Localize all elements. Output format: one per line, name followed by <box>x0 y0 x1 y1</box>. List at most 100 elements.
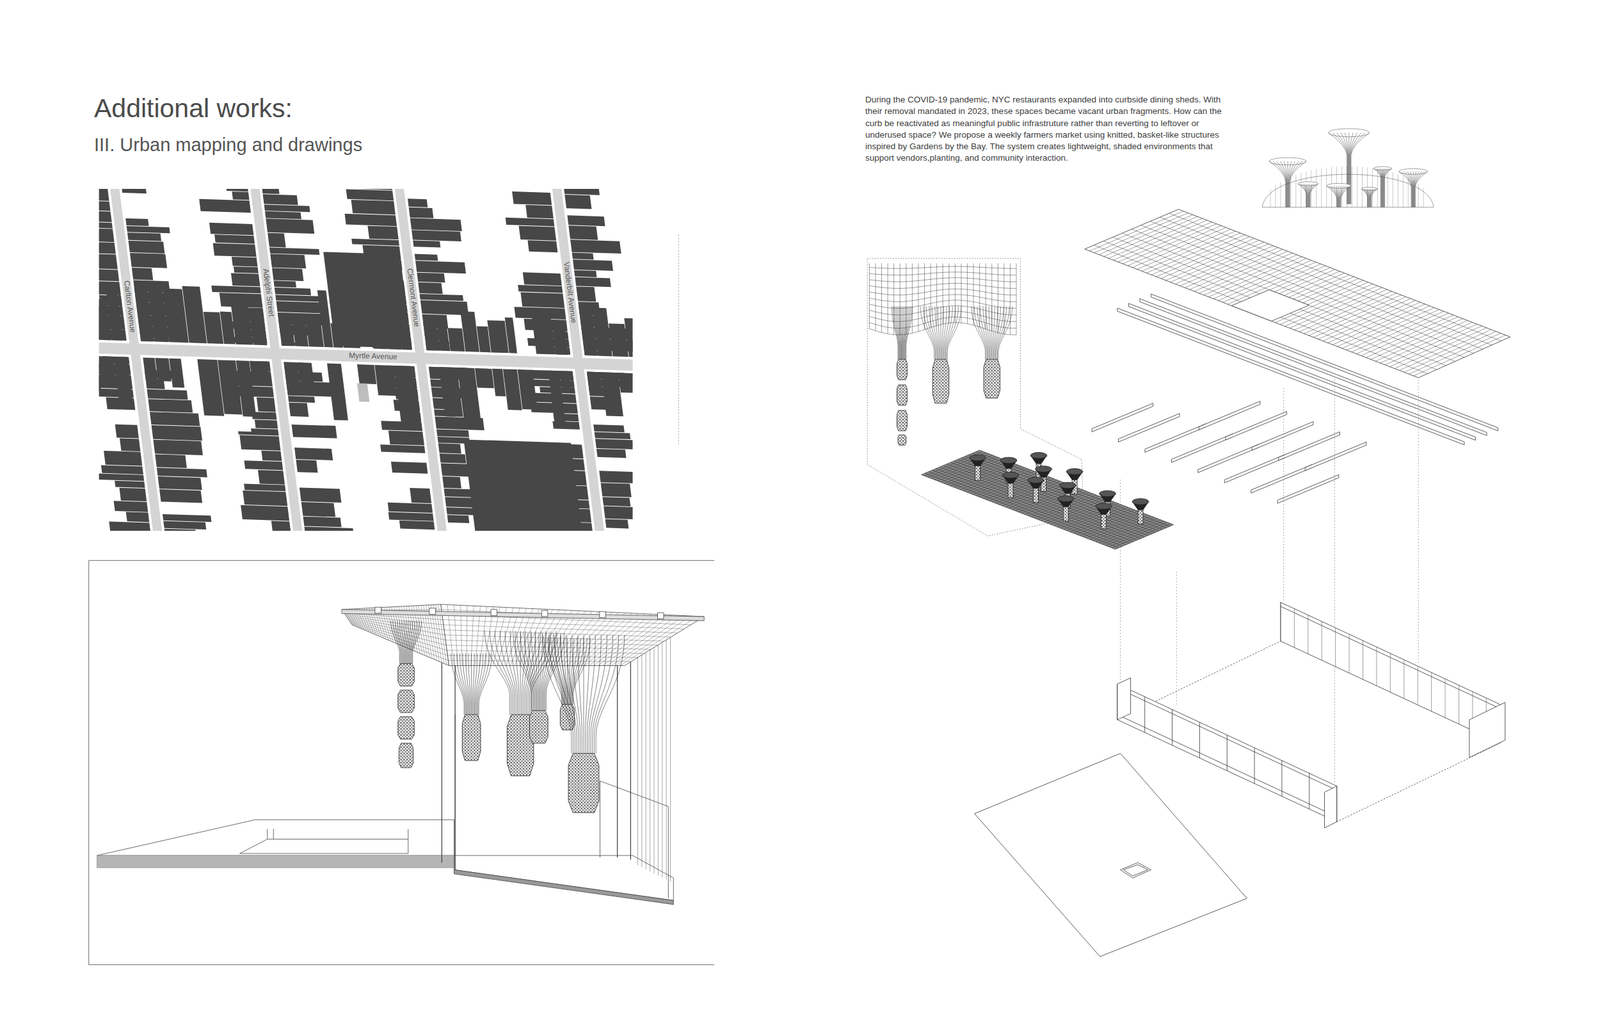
city-block <box>252 188 413 350</box>
railing <box>600 780 669 898</box>
building <box>419 293 464 301</box>
mesh-line <box>958 458 1152 534</box>
hanging-basket <box>891 305 912 445</box>
building <box>299 487 342 503</box>
tree-pit <box>1120 862 1152 878</box>
short-beam <box>1198 444 1260 473</box>
building <box>121 188 147 194</box>
dome-rib <box>1392 172 1394 207</box>
curb-edge <box>454 869 674 904</box>
canopy-top <box>1030 452 1048 459</box>
basket <box>1063 506 1069 521</box>
tree-strand <box>1338 185 1339 207</box>
basket <box>1137 509 1144 524</box>
building <box>128 240 166 254</box>
tree-strand <box>1371 188 1378 208</box>
building <box>264 204 311 212</box>
building <box>158 476 203 490</box>
supertree <box>1373 166 1392 207</box>
building <box>388 430 425 446</box>
tree-strand <box>1369 188 1371 208</box>
building <box>99 268 120 281</box>
building <box>113 356 133 403</box>
roof-hatch <box>349 620 447 651</box>
building <box>594 432 632 440</box>
tree-strand <box>1299 183 1307 208</box>
large-building <box>323 252 412 349</box>
basket <box>1032 488 1039 503</box>
basket <box>398 689 415 713</box>
building <box>436 428 470 437</box>
strand <box>391 620 400 664</box>
dome-rib <box>1351 166 1353 208</box>
building <box>154 357 172 382</box>
building <box>126 225 171 233</box>
supertree <box>1297 181 1319 208</box>
strand <box>593 634 619 754</box>
street-name-holder: Myrtle Avenue <box>348 351 398 362</box>
tree-pit <box>1123 864 1148 876</box>
building <box>209 222 254 236</box>
mesh-line <box>928 471 1123 546</box>
building <box>517 284 563 294</box>
urban-map <box>99 188 633 531</box>
strand <box>905 305 911 360</box>
supertree <box>1399 168 1428 207</box>
roof-hatch <box>447 655 638 658</box>
strand <box>399 620 404 664</box>
building <box>261 188 280 194</box>
curtain-line <box>997 263 999 333</box>
dome-rib <box>1300 172 1302 207</box>
strand <box>468 652 471 715</box>
wall-slat <box>1458 684 1460 724</box>
mesh-line <box>961 457 1156 532</box>
perspective-drawing <box>88 560 715 964</box>
building <box>243 460 283 470</box>
building <box>115 424 139 439</box>
basket <box>932 359 950 404</box>
strand <box>567 637 568 704</box>
tree-strand <box>1340 185 1352 207</box>
building <box>248 307 267 346</box>
project-description-holder: During the COVID-19 pandemic, NYC restau… <box>865 94 1224 165</box>
mesh-line <box>950 462 1145 537</box>
building <box>391 461 428 474</box>
building <box>128 357 132 386</box>
tree-strand <box>1413 171 1414 208</box>
railing-post <box>1226 734 1228 771</box>
railing-post <box>1254 747 1256 784</box>
strand <box>572 637 587 704</box>
building <box>142 357 158 380</box>
building <box>271 520 292 532</box>
basket <box>1101 513 1107 528</box>
building <box>574 277 611 287</box>
wall-slat <box>1403 659 1405 699</box>
building <box>351 199 396 215</box>
building <box>593 424 625 432</box>
tree-strand <box>1350 132 1366 205</box>
tree-strand <box>1276 161 1287 208</box>
curtain-line <box>869 263 870 329</box>
dome-rib <box>1290 176 1291 208</box>
hanging-basket <box>971 305 1013 398</box>
building <box>147 389 189 400</box>
building <box>295 459 318 473</box>
mesh-line <box>1141 225 1474 354</box>
building <box>270 254 306 269</box>
railing <box>455 714 456 870</box>
canopy-top <box>1099 490 1117 497</box>
building <box>410 218 463 232</box>
basket <box>1008 483 1014 498</box>
tree-strand <box>1379 168 1382 208</box>
strand <box>477 652 489 715</box>
strand <box>901 305 903 360</box>
building <box>572 252 594 260</box>
tree-strand <box>1333 185 1338 207</box>
basket-mesh <box>921 449 1174 550</box>
basket <box>896 410 907 431</box>
canopy-top <box>1066 468 1083 475</box>
strand <box>572 637 591 704</box>
building <box>224 188 248 192</box>
dashed-line <box>678 234 680 445</box>
strand <box>577 634 582 754</box>
